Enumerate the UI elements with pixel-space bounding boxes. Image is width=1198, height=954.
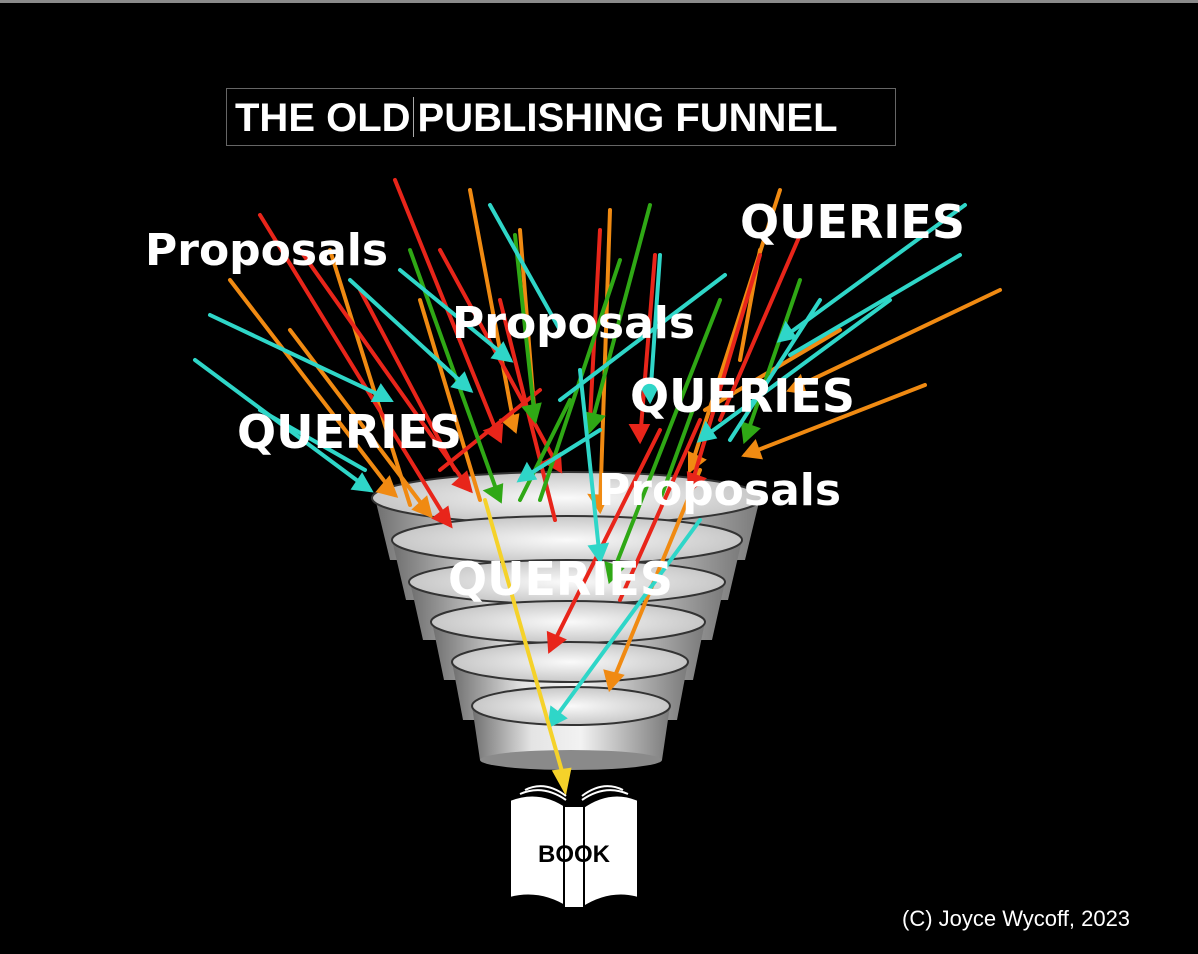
cyan-arrows xyxy=(193,203,967,729)
book: BOOK xyxy=(509,785,639,910)
orange-arrowhead xyxy=(375,475,399,498)
book-label: BOOK xyxy=(538,841,611,868)
label-proposals-2: Proposals xyxy=(452,298,695,349)
label-queries-4: QUERIES xyxy=(448,552,673,606)
book-page-lines xyxy=(519,785,629,801)
book-right-page xyxy=(581,794,639,910)
title-part-2: PUBLISHING FUNNEL xyxy=(417,96,838,140)
label-queries-3: QUERIES xyxy=(237,405,462,459)
arrows xyxy=(193,178,1002,796)
book-spine xyxy=(563,805,585,909)
label-queries-2: QUERIES xyxy=(630,369,855,423)
orange-arrow xyxy=(228,278,397,497)
label-proposals-1: Proposals xyxy=(145,225,388,276)
text-caret xyxy=(412,97,414,137)
yellow-arrow xyxy=(483,498,572,796)
orange-arrow xyxy=(288,328,432,517)
label-queries-1: QUERIES xyxy=(740,195,965,249)
yellow-arrowhead xyxy=(551,767,572,796)
funnel-band-6 xyxy=(471,686,671,770)
label-proposals-3: Proposals xyxy=(598,465,841,516)
chalk-labels: Proposals Proposals Proposals QUERIES QU… xyxy=(145,195,965,606)
title-part-1: THE OLD xyxy=(235,96,411,140)
copyright-credit: (C) Joyce Wycoff, 2023 xyxy=(902,906,1131,931)
top-border-line xyxy=(0,0,1198,3)
